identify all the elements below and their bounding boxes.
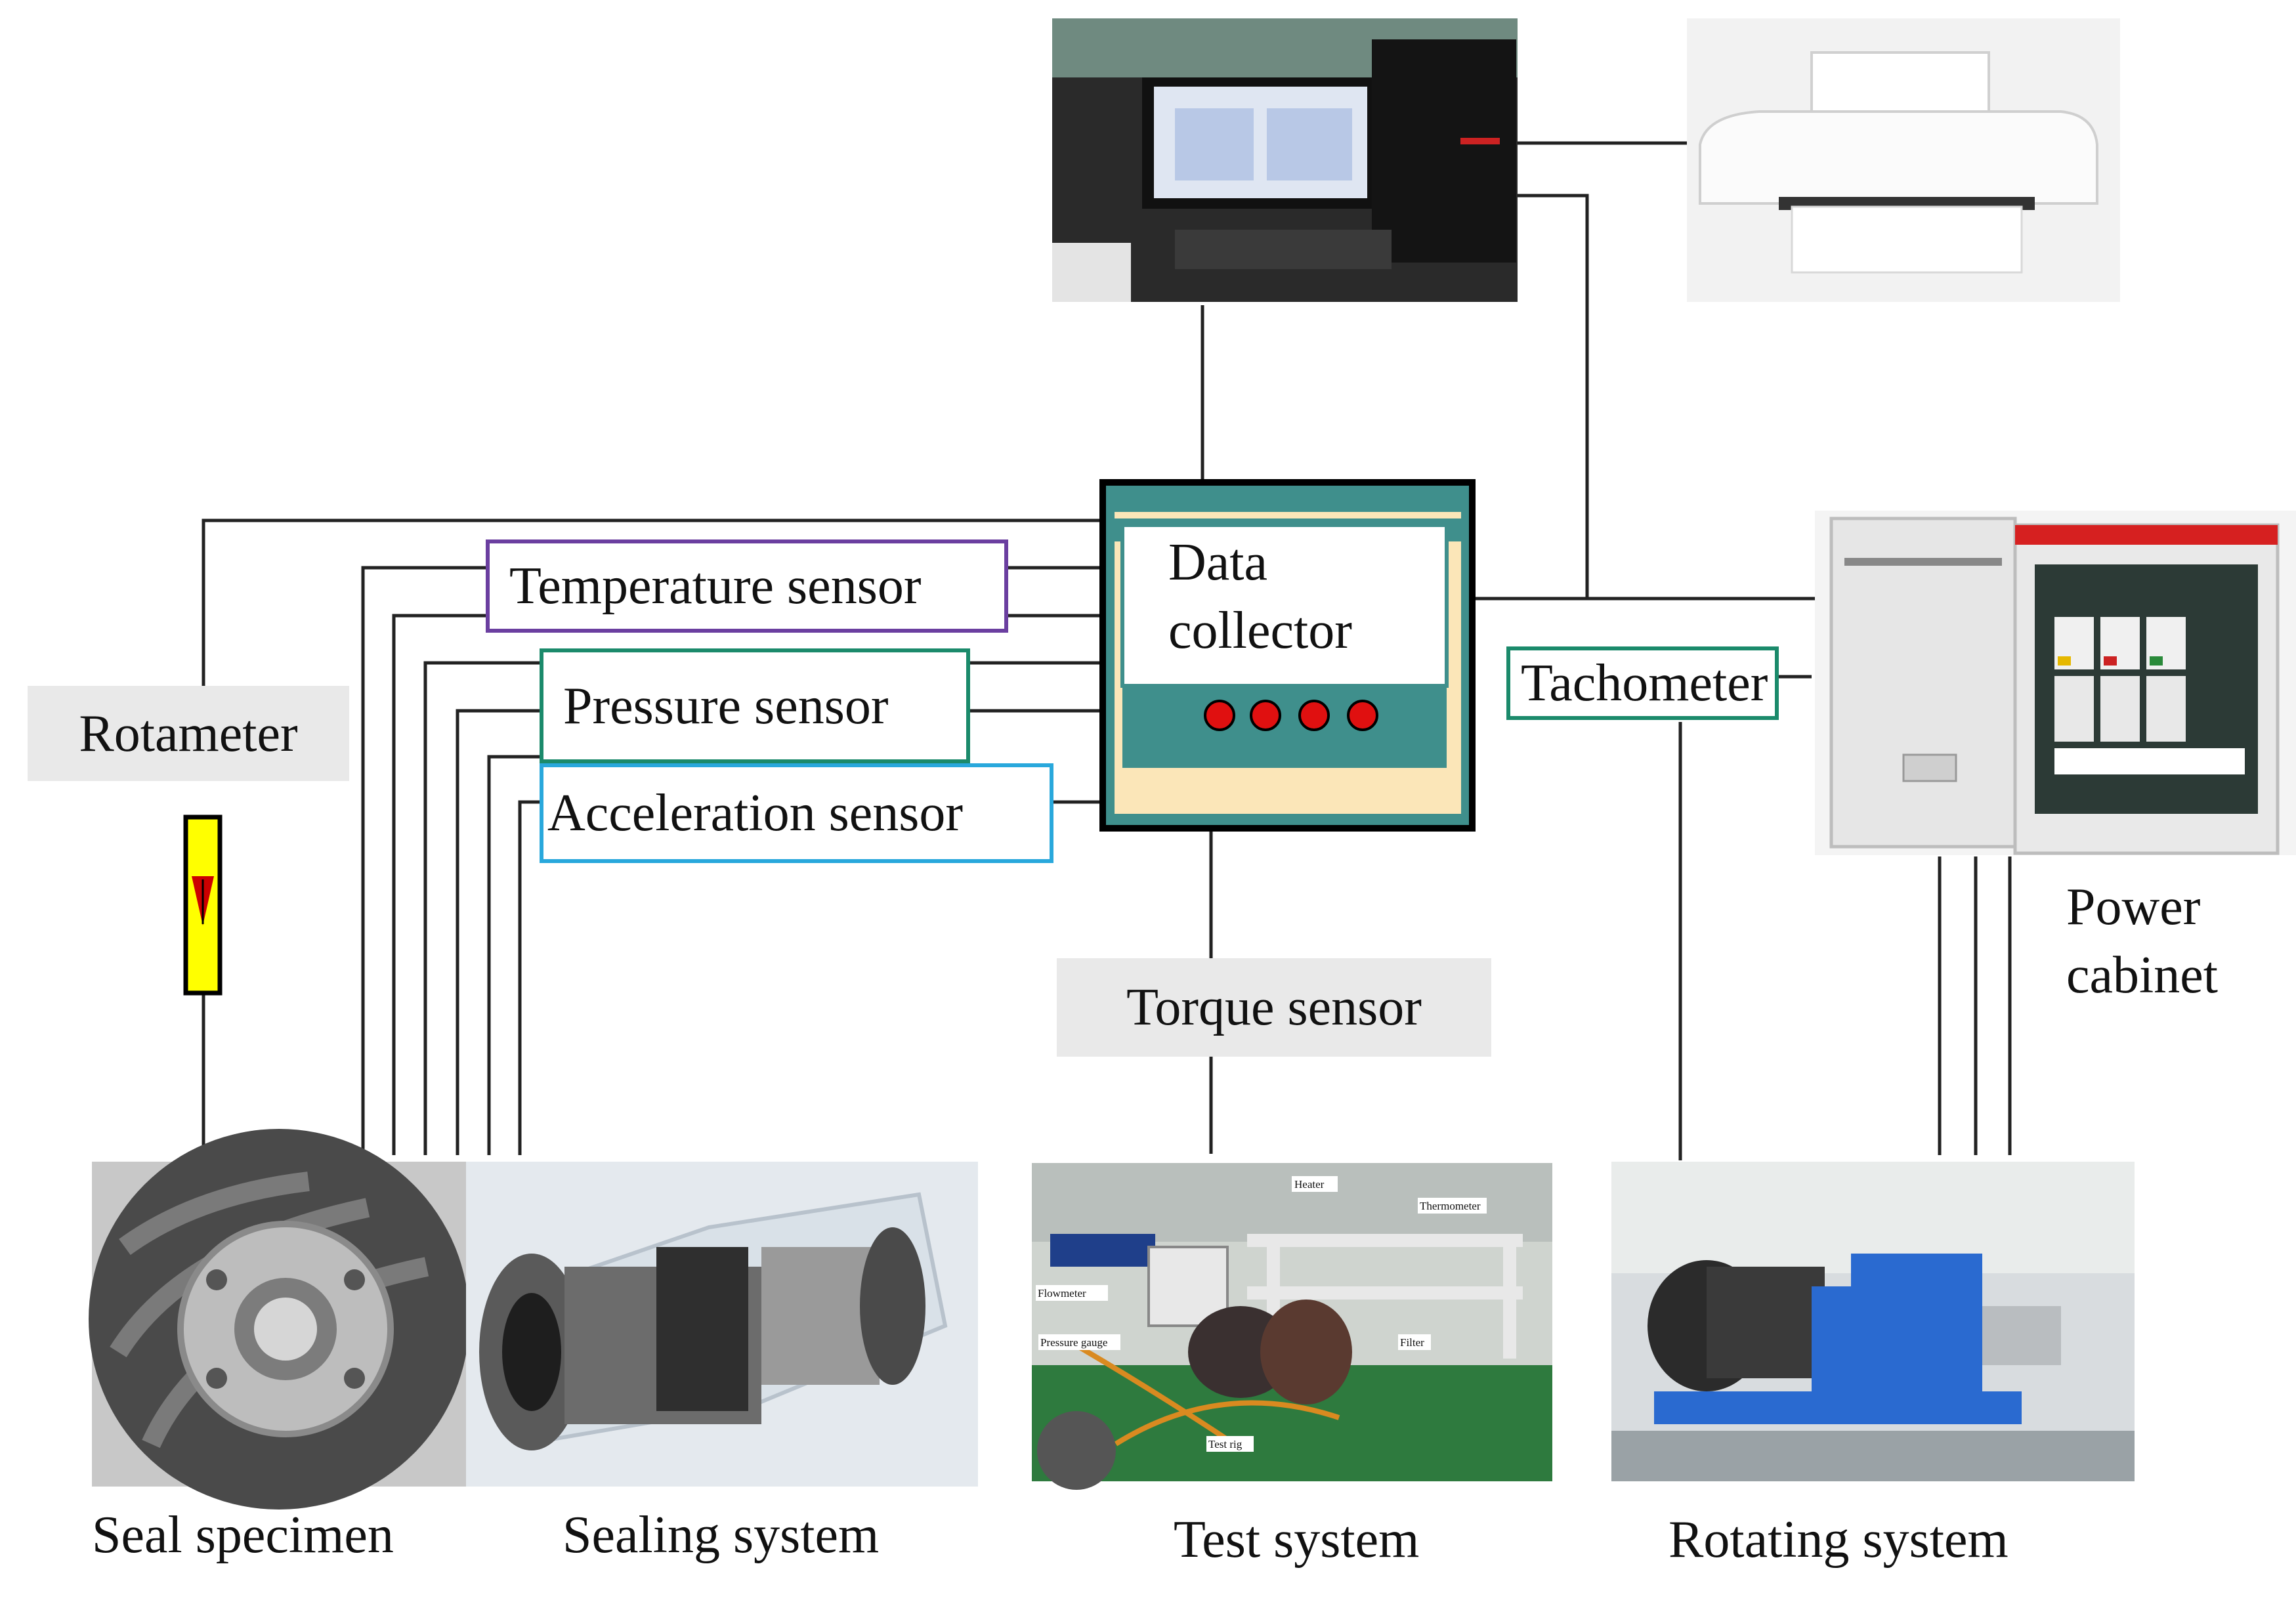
temperature-sensor-text: Temperature sensor: [509, 557, 922, 615]
computer-photo: [1052, 18, 1518, 302]
test-photo-tag: Pressure gauge: [1040, 1336, 1107, 1349]
seal-specimen-caption: Seal specimen: [92, 1506, 394, 1564]
test-system-caption: Test system: [1174, 1511, 1420, 1569]
torque-sensor-text: Torque sensor: [1126, 979, 1422, 1036]
power-cabinet-line2: cabinet: [2066, 946, 2218, 1004]
data-collector-line1: Data: [1168, 534, 1268, 591]
test-photo-tag: Heater: [1294, 1178, 1325, 1191]
collector-led: [1204, 700, 1235, 731]
seal-specimen-photo: [89, 1129, 469, 1510]
rotameter-icon: [183, 814, 223, 996]
collector-led: [1250, 700, 1281, 731]
rotameter-label: Rotameter: [28, 686, 349, 781]
pressure-sensor-text: Pressure sensor: [563, 677, 889, 735]
rotating-system-photo: [1611, 1162, 2135, 1481]
test-photo-tags: Heater Thermometer Flowmeter Pressure ga…: [1036, 1176, 1487, 1452]
data-collector-device: [1099, 479, 1476, 832]
power-cabinet-label: Power cabinet: [2066, 873, 2218, 1009]
power-cabinet-photo: [1815, 511, 2296, 855]
collector-led: [1347, 700, 1378, 731]
connection-lines: [202, 141, 2012, 1160]
data-collector-label: Data collector: [1168, 528, 1352, 665]
tachometer-text: Tachometer: [1521, 654, 1768, 712]
tachometer-box: Tachometer: [1506, 646, 1779, 720]
data-collector-line2: collector: [1168, 602, 1352, 660]
sealing-system-photo: [466, 1162, 978, 1487]
collector-led: [1298, 700, 1330, 731]
test-photo-tag: Filter: [1400, 1336, 1424, 1349]
sealing-system-caption: Sealing system: [563, 1506, 880, 1564]
acceleration-sensor-text: Acceleration sensor: [547, 784, 964, 842]
rotameter-text: Rotameter: [79, 704, 298, 763]
test-photo-tag: Test rig: [1208, 1438, 1243, 1450]
test-photo-tag: Flowmeter: [1038, 1287, 1086, 1300]
rotating-system-caption: Rotating system: [1669, 1511, 2009, 1569]
temperature-sensor-box: Temperature sensor: [486, 539, 1008, 633]
power-cabinet-line1: Power: [2066, 878, 2201, 936]
torque-sensor-label: Torque sensor: [1057, 958, 1491, 1057]
test-system-photo: [1032, 1163, 1552, 1490]
printer-photo: [1687, 18, 2120, 302]
pressure-sensor-box: Pressure sensor: [540, 648, 970, 763]
acceleration-sensor-box: Acceleration sensor: [540, 763, 1053, 863]
test-photo-tag: Thermometer: [1420, 1200, 1481, 1212]
